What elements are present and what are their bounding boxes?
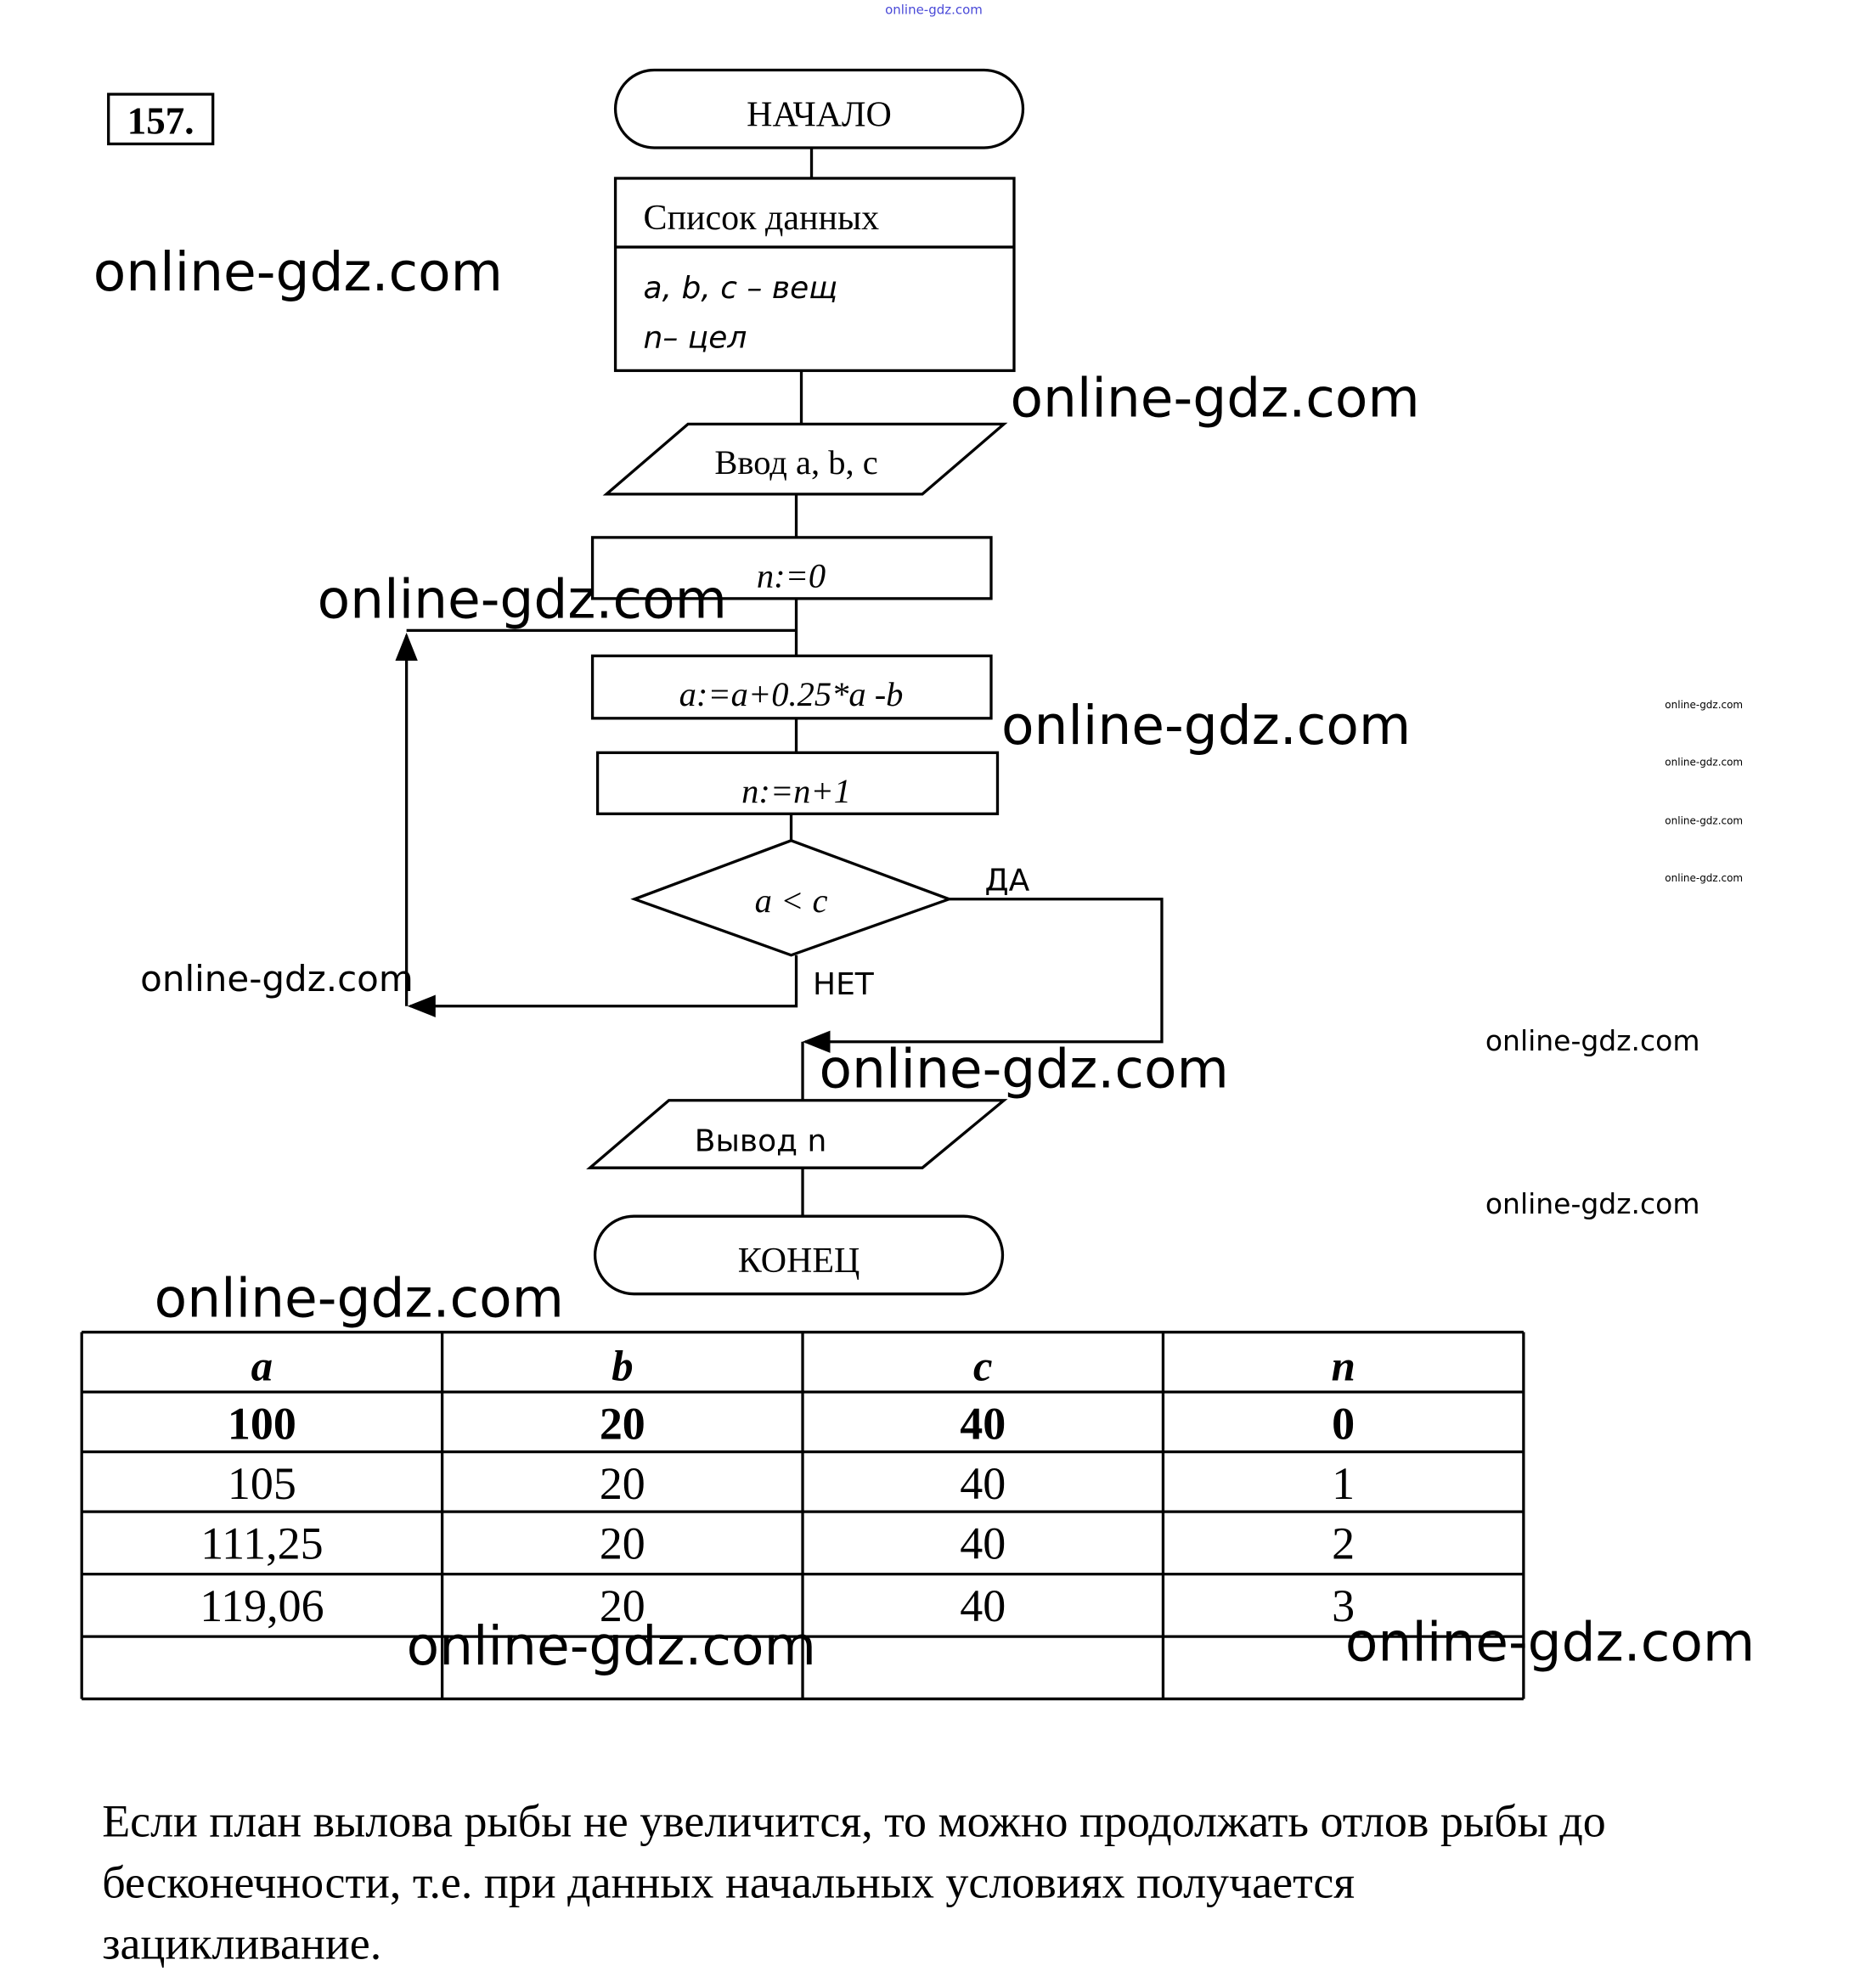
watermark-text: online-gdz.com (1345, 1612, 1755, 1674)
table-cell: 40 (960, 1458, 1006, 1509)
input-label: Ввод a, b, c (714, 443, 877, 482)
trace-table: a b c n 100 20 40 0 105 20 40 1 111,25 20 40 2 119,06 20 4… (80, 1331, 1525, 1701)
conclusion-paragraph: Если план вылова рыбы не увеличится, то … (102, 1796, 1606, 1969)
table-cell: 40 (960, 1399, 1006, 1450)
step2-block (595, 751, 1000, 815)
watermark-text: online-gdz.com (820, 1039, 1229, 1101)
table-cell: 20 (600, 1518, 645, 1569)
table-header-cell: n (1331, 1343, 1355, 1391)
table-header-cell: a (251, 1343, 273, 1391)
conclusion-line: зацикливание. (102, 1918, 381, 1969)
output-block (586, 1099, 1008, 1169)
data-list-title: Список данных (644, 199, 880, 238)
conclusion-line: Если план вылова рыбы не увеличится, то … (102, 1796, 1606, 1847)
table-cell: 40 (960, 1518, 1006, 1569)
no-branch-arrow (407, 955, 798, 1017)
table-cell: 2 (1332, 1518, 1355, 1569)
top-watermark: online-gdz.com (885, 2, 983, 17)
conclusion-line: бесконечности, т.е. при данных начальных… (102, 1857, 1355, 1908)
watermark-text: online-gdz.com (1665, 814, 1743, 826)
condition-diamond (630, 839, 954, 957)
no-label: НЕТ (813, 967, 875, 1002)
init-label: n:=0 (757, 556, 826, 594)
step1-block (590, 654, 993, 720)
table-cell: 20 (600, 1399, 645, 1450)
watermarks: online-gdz.com online-gdz.com online-gdz.c… (93, 241, 1755, 1677)
watermark-text: online-gdz.com (1001, 695, 1411, 757)
table-cell: 20 (600, 1458, 645, 1509)
watermark-text: online-gdz.com (1485, 1187, 1700, 1220)
start-label: НАЧАЛО (747, 95, 892, 134)
data-list-line2: n– цел (644, 320, 747, 355)
table-cell: 40 (960, 1580, 1006, 1631)
step1-label: a:=a+0.25*a -b (679, 675, 904, 713)
table-cell: 111,25 (200, 1518, 323, 1569)
watermark-text: online-gdz.com (1665, 756, 1743, 768)
watermark-text: online-gdz.com (407, 1615, 816, 1677)
watermark-text: online-gdz.com (1010, 367, 1419, 429)
end-terminal (593, 1214, 1005, 1296)
flowchart: НАЧАЛО Список данных a, b, c – вещ n– це… (395, 68, 1164, 1296)
step2-label: n:=n+1 (741, 772, 851, 810)
output-label: Вывод n (695, 1124, 826, 1159)
watermark-text: online-gdz.com (318, 568, 727, 630)
yes-label: ДА (984, 863, 1029, 898)
table-header-cell: c (973, 1343, 993, 1391)
table-cell: 119,06 (200, 1580, 324, 1631)
condition-label: a < c (755, 881, 828, 920)
table-cell: 105 (228, 1458, 296, 1509)
watermark-text: online-gdz.com (1665, 872, 1743, 884)
init-block (590, 536, 993, 600)
yes-branch-arrow (802, 898, 1164, 1053)
table-cell: 1 (1332, 1458, 1355, 1509)
table-cell: 20 (600, 1580, 645, 1631)
problem-number-box (107, 93, 215, 146)
watermark-text: online-gdz.com (1665, 699, 1743, 711)
watermark-text: online-gdz.com (140, 958, 414, 1000)
end-label: КОНЕЦ (738, 1242, 860, 1281)
watermark-text: online-gdz.com (155, 1268, 564, 1330)
table-header-cell: b (612, 1343, 633, 1391)
table-cell: 3 (1332, 1580, 1355, 1631)
watermark-text: online-gdz.com (93, 241, 503, 303)
start-terminal (613, 68, 1025, 149)
watermark-text: online-gdz.com (1485, 1024, 1700, 1057)
problem-number: 157. (127, 99, 194, 142)
data-list-line1: a, b, c – вещ (644, 271, 838, 306)
table-cell: 0 (1332, 1399, 1355, 1450)
data-list-block (613, 177, 1016, 373)
input-block (602, 422, 1008, 496)
table-cell: 100 (228, 1399, 296, 1450)
